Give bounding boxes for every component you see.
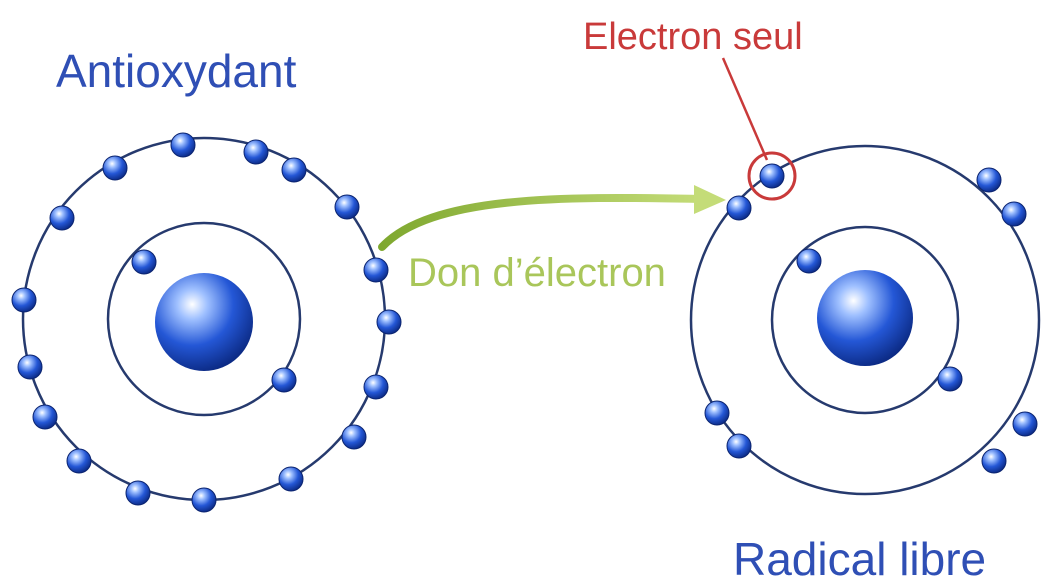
radical-title: Radical libre bbox=[733, 533, 987, 585]
antioxidant-outer-electron bbox=[363, 257, 389, 283]
radical-inner-electron bbox=[796, 248, 822, 274]
radical-outer-electron bbox=[726, 433, 752, 459]
antioxidant-outer-electron bbox=[281, 157, 307, 183]
antioxidant-outer-electron bbox=[334, 194, 360, 220]
radical-outer-orbit bbox=[689, 144, 1041, 496]
lone-electron-pointer bbox=[721, 57, 769, 161]
antioxidant-outer-electron bbox=[102, 155, 128, 181]
antioxidant-outer-electron bbox=[278, 466, 304, 492]
lone-electron bbox=[759, 163, 785, 189]
radical-atom bbox=[689, 144, 1041, 496]
radical-outer-electron bbox=[1012, 411, 1038, 437]
antioxidant-inner-electron bbox=[271, 367, 297, 393]
antioxidant-nucleus bbox=[155, 273, 253, 371]
antioxidant-atom bbox=[11, 132, 402, 513]
antioxidant-outer-electron bbox=[49, 205, 75, 231]
antioxidant-outer-electron bbox=[170, 132, 196, 158]
antioxidant-outer-electron bbox=[243, 139, 269, 165]
antioxidant-outer-electron bbox=[191, 487, 217, 513]
radical-outer-electron bbox=[981, 448, 1007, 474]
radical-outer-electron bbox=[704, 400, 730, 426]
lone-electron-label: Electron seul bbox=[583, 16, 803, 58]
antioxidant-outer-electron bbox=[32, 404, 58, 430]
antioxidant-electrons bbox=[11, 132, 402, 513]
radical-outer-electron bbox=[976, 167, 1002, 193]
donation-arrow-head bbox=[694, 185, 726, 214]
antioxidant-outer-electron bbox=[11, 287, 37, 313]
antioxidant-inner-orbit bbox=[106, 221, 302, 417]
antioxidant-outer-electron bbox=[125, 480, 151, 506]
donation-label: Don d’électron bbox=[408, 251, 666, 295]
radical-outer-electron bbox=[726, 195, 752, 221]
antioxidant-inner-electron bbox=[131, 249, 157, 275]
radical-outer-electron bbox=[1001, 201, 1027, 227]
radical-inner-orbit bbox=[770, 225, 960, 415]
radical-inner-electron bbox=[937, 366, 963, 392]
lone-electron-ring bbox=[747, 151, 797, 201]
antioxidant-title: Antioxydant bbox=[56, 45, 297, 97]
antioxidant-outer-electron bbox=[376, 309, 402, 335]
antioxidant-outer-electron bbox=[363, 374, 389, 400]
antioxidant-outer-electron bbox=[66, 448, 92, 474]
radical-nucleus bbox=[817, 270, 913, 366]
antioxidant-outer-electron bbox=[17, 354, 43, 380]
donation-arrow-shaft bbox=[378, 193, 704, 251]
radical-electrons bbox=[704, 163, 1038, 474]
antioxidant-outer-electron bbox=[341, 424, 367, 450]
